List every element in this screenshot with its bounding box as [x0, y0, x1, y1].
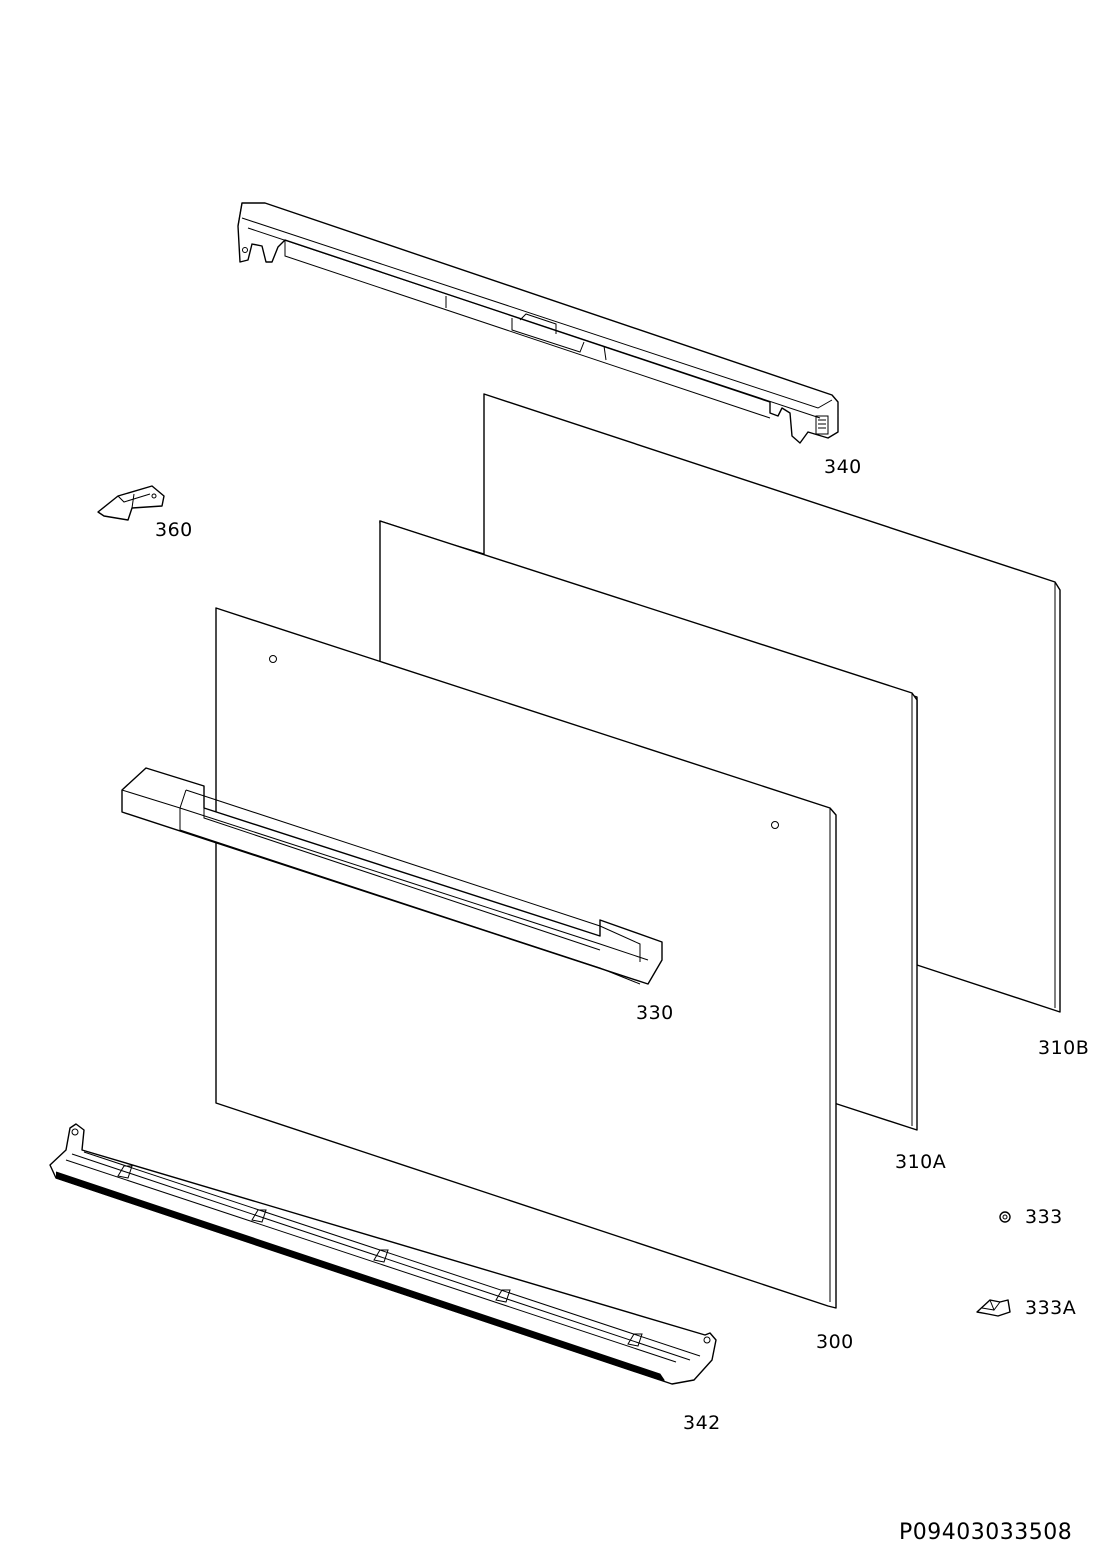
hinge-clip-part [97, 485, 165, 521]
label-340: 340 [824, 456, 862, 478]
label-300: 300 [816, 1331, 854, 1353]
label-333a: 333A [1025, 1297, 1077, 1319]
front-glass-panel [215, 607, 837, 1309]
bottom-trim-profile [49, 1123, 717, 1385]
label-342: 342 [683, 1412, 721, 1434]
trim-slots [117, 1165, 643, 1347]
door-handle [121, 767, 663, 985]
bracket-part [976, 1299, 1011, 1317]
label-310b: 310B [1038, 1037, 1090, 1059]
label-330: 330 [636, 1002, 674, 1024]
label-360: 360 [155, 519, 193, 541]
document-id: P09403033508 [899, 1520, 1073, 1545]
washer-part [999, 1211, 1011, 1223]
label-310a: 310A [895, 1151, 947, 1173]
top-trim-profile [237, 202, 839, 444]
label-333: 333 [1025, 1206, 1063, 1228]
